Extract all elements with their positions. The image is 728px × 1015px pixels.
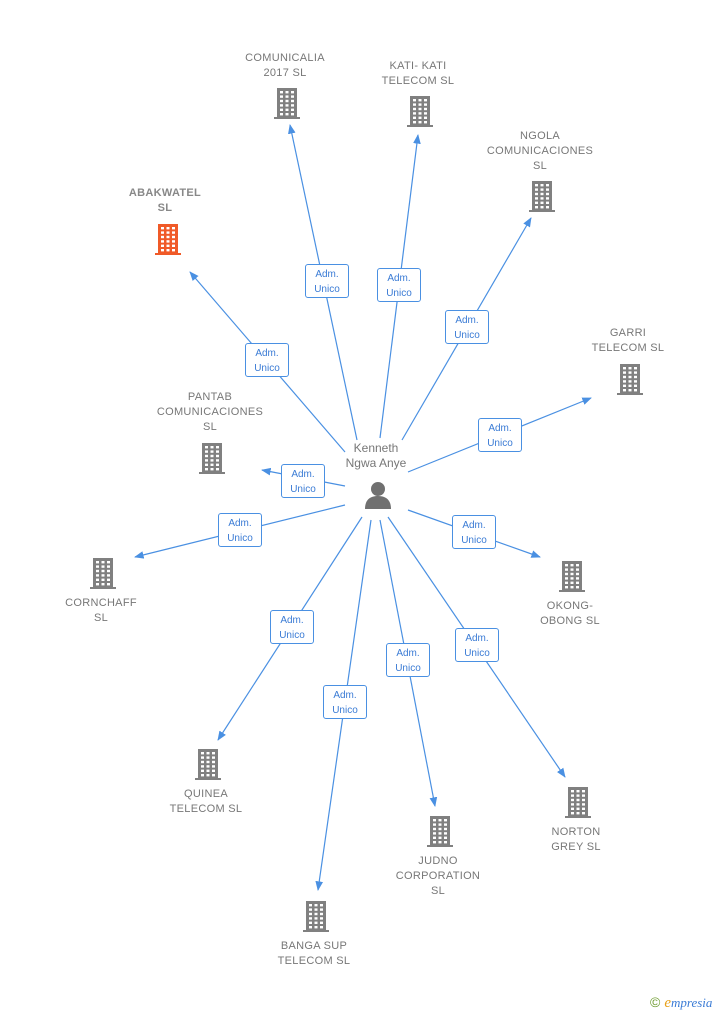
empresia-logo[interactable]: ©empresia (650, 994, 726, 1012)
company-label-garri[interactable]: GARRI TELECOM SL (591, 327, 665, 354)
relation-badge-norton[interactable]: Adm. Unico (455, 628, 499, 662)
building-icon[interactable] (191, 747, 225, 781)
company-label-abakwatel[interactable]: ABAKWATEL SL (128, 187, 202, 214)
building-icon[interactable] (561, 785, 595, 819)
building-icon[interactable] (403, 94, 437, 128)
person-name-line1: Kenneth (353, 441, 399, 455)
relation-badge-quinea[interactable]: Adm. Unico (270, 610, 314, 644)
relation-type: Unico (487, 438, 513, 449)
relation-badge-banga[interactable]: Adm. Unico (323, 685, 367, 719)
building-icon[interactable] (423, 814, 457, 848)
company-label-okong[interactable]: OKONG- OBONG SL (540, 600, 600, 627)
relation-badge-pantab[interactable]: Adm. Unico (281, 464, 325, 498)
relation-role: Adm. (333, 690, 357, 701)
relation-type: Unico (254, 363, 280, 374)
building-icon[interactable] (86, 556, 120, 590)
relation-badge-judno[interactable]: Adm. Unico (386, 643, 430, 677)
building-icon[interactable] (555, 559, 589, 593)
company-label-norton[interactable]: NORTON GREY SL (551, 826, 601, 853)
building-icon[interactable] (613, 362, 647, 396)
relation-type: Unico (290, 484, 316, 495)
building-icon[interactable] (525, 179, 559, 213)
building-icon[interactable] (151, 222, 185, 256)
company-label-quinea[interactable]: QUINEA TELECOM SL (169, 788, 243, 815)
copyright-symbol: © (650, 994, 661, 1010)
relation-type: Unico (386, 288, 412, 299)
person-name[interactable]: Kenneth Ngwa Anye (301, 441, 451, 471)
relation-role: Adm. (488, 423, 512, 434)
company-label-ngola[interactable]: NGOLA COMUNICACIONES SL (486, 130, 594, 172)
relation-type: Unico (332, 705, 358, 716)
relation-role: Adm. (291, 469, 315, 480)
relation-badge-okong[interactable]: Adm. Unico (452, 515, 496, 549)
relation-badge-abakwatel[interactable]: Adm. Unico (245, 343, 289, 377)
relation-badge-cornchaff[interactable]: Adm. Unico (218, 513, 262, 547)
company-label-pantab[interactable]: PANTAB COMUNICACIONES SL (156, 391, 264, 433)
person-name-line2: Ngwa Anye (345, 456, 407, 470)
brand-e: e (664, 995, 671, 1011)
relation-badge-kati[interactable]: Adm. Unico (377, 268, 421, 302)
relation-role: Adm. (455, 315, 479, 326)
company-label-judno[interactable]: JUDNO CORPORATION SL (395, 855, 481, 897)
relation-role: Adm. (462, 520, 486, 531)
relation-role: Adm. (228, 518, 252, 529)
relation-badge-ngola[interactable]: Adm. Unico (445, 310, 489, 344)
person-icon[interactable] (363, 480, 393, 510)
building-icon[interactable] (195, 441, 229, 475)
building-icon[interactable] (299, 899, 333, 933)
relation-role: Adm. (315, 269, 339, 280)
relation-role: Adm. (280, 615, 304, 626)
relation-type: Unico (395, 663, 421, 674)
company-label-comunicalia[interactable]: COMUNICALIA 2017 SL (245, 52, 325, 79)
brand-name: mpresia (671, 995, 713, 1010)
relation-badge-garri[interactable]: Adm. Unico (478, 418, 522, 452)
relation-type: Unico (454, 330, 480, 341)
relation-type: Unico (461, 535, 487, 546)
relation-badge-comunicalia[interactable]: Adm. Unico (305, 264, 349, 298)
building-icon[interactable] (270, 86, 304, 120)
company-label-banga[interactable]: BANGA SUP TELECOM SL (277, 940, 351, 967)
relation-role: Adm. (255, 348, 279, 359)
relation-type: Unico (464, 648, 490, 659)
company-label-cornchaff[interactable]: CORNCHAFF SL (65, 597, 137, 624)
relation-role: Adm. (387, 273, 411, 284)
relation-type: Unico (279, 630, 305, 641)
relation-role: Adm. (396, 648, 420, 659)
relation-type: Unico (314, 284, 340, 295)
company-label-kati[interactable]: KATI- KATI TELECOM SL (381, 60, 455, 87)
relation-type: Unico (227, 533, 253, 544)
relation-role: Adm. (465, 633, 489, 644)
